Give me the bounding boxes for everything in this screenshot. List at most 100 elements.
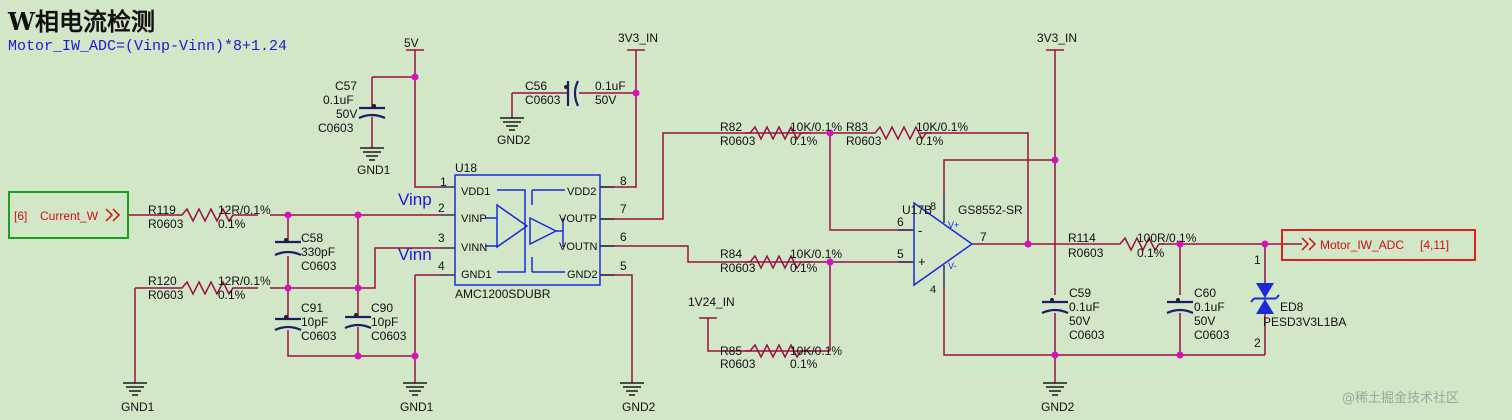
r84-tol: 0.1% [790, 261, 818, 275]
gnd-symbol-c57 [360, 147, 384, 161]
r119-ref: R119 [148, 203, 176, 217]
u18-pin-gnd2: GND2 [567, 269, 598, 281]
u18-part: AMC1200SDUBR [455, 287, 551, 301]
ed8-ref: ED8 [1280, 300, 1304, 314]
gnd-symbol-c56 [500, 117, 524, 131]
r83-tol: 0.1% [916, 134, 944, 148]
r83-pkg: R0603 [846, 134, 882, 148]
r85-pkg: R0603 [720, 357, 756, 371]
u17b-pin-number-8: 8 [930, 201, 936, 213]
r114-pkg: R0603 [1068, 246, 1104, 260]
c90-ref: C90 [371, 301, 393, 315]
u17b-pin-number-6: 6 [897, 215, 904, 229]
ground-symbols [123, 117, 1067, 396]
c90-pkg: C0603 [371, 329, 407, 343]
c59-volt: 50V [1069, 314, 1090, 328]
resistor-r83 [860, 125, 931, 141]
transfer-formula: Motor_IW_ADC=(Vinp-Vinn)*8+1.24 [8, 38, 287, 55]
r82-ref: R82 [720, 120, 742, 134]
net-3v3-in-opamp: 3V3_IN [1037, 31, 1077, 45]
u18-pin-number-6: 6 [620, 230, 627, 244]
u17b-vplus: V+ [948, 220, 959, 230]
net-gnd1-mid: GND1 [400, 400, 434, 414]
u18-pin-number-2: 2 [438, 201, 445, 215]
capacitor-c57 [358, 104, 386, 120]
u18-pin-vinp: VINP [461, 213, 487, 225]
u17b-opamp: U17B GS8552-SR - + V+ V- 6 5 8 4 7 [897, 195, 1023, 296]
u17b-minus-sign: - [918, 223, 922, 238]
u18-pin-vdd1: VDD1 [461, 186, 490, 198]
u18-pin-number-8: 8 [620, 174, 627, 188]
r120-tol: 0.1% [218, 288, 246, 302]
r120-pkg: R0603 [148, 288, 184, 302]
resistor-r85 [715, 343, 811, 359]
u18-pin-number-1: 1 [440, 175, 447, 189]
u17b-pin-number-4: 4 [930, 284, 936, 296]
capacitor-c58 [274, 238, 302, 257]
r84-value: 10K/0.1% [790, 247, 842, 261]
net-gnd2-u18: GND2 [622, 400, 656, 414]
u18-pin-vinn: VINN [461, 242, 487, 254]
capacitor-c59 [1041, 298, 1069, 315]
output-port-name: Motor_IW_ADC [1320, 238, 1404, 252]
output-port-ref: [4,11] [1420, 238, 1449, 252]
c58-value: 330pF [301, 245, 335, 259]
net-gnd1-c57: GND1 [357, 163, 391, 177]
r114-value: 100R/0.1% [1137, 231, 1197, 245]
u18-pin-number-4: 4 [438, 259, 445, 273]
c91-pkg: C0603 [301, 329, 337, 343]
c56-pkg: C0603 [525, 93, 561, 107]
input-port-current-w: [6] Current_W [8, 191, 129, 239]
capacitor-c60 [1166, 298, 1194, 315]
u18-pin-number-5: 5 [620, 259, 627, 273]
component-labels: R119 12R/0.1% R0603 0.1% R120 12R/0.1% R… [148, 79, 1346, 371]
c56-ref: C56 [525, 79, 547, 93]
output-port-arrow-icon [1301, 237, 1317, 251]
c60-volt: 50V [1194, 314, 1215, 328]
capacitor-c91 [274, 315, 302, 332]
c60-pkg: C0603 [1194, 328, 1230, 342]
tvs-diode-ed8 [1250, 283, 1280, 314]
r82-value: 10K/0.1% [790, 120, 842, 134]
input-port-ref: [6] [14, 209, 27, 223]
page-title: W相电流检测 [7, 7, 155, 36]
c57-ref: C57 [335, 79, 357, 93]
resistor-r82 [715, 125, 811, 141]
net-5v: 5V [404, 36, 419, 50]
c57-value: 0.1uF [323, 93, 354, 107]
ed8-part: PESD3V3L1BA [1263, 315, 1346, 329]
r84-ref: R84 [720, 247, 742, 261]
c56-value: 0.1uF [595, 79, 626, 93]
gnd-symbol-gnd1-left [123, 382, 147, 396]
u18-ref: U18 [455, 161, 477, 175]
r114-tol: 0.1% [1137, 246, 1165, 260]
gnd-symbol-gnd1-mid [403, 382, 427, 396]
r85-tol: 0.1% [790, 357, 818, 371]
u18-pin-voutn: VOUTN [559, 241, 598, 253]
c57-pkg: C0603 [318, 121, 354, 135]
r119-pkg: R0603 [148, 217, 184, 231]
u18-pin-voutp: VOUTP [559, 213, 597, 225]
net-gnd2-c56: GND2 [497, 133, 531, 147]
c91-ref: C91 [301, 301, 323, 315]
net-gnd1-left: GND1 [121, 400, 155, 414]
r114-ref: R114 [1068, 231, 1096, 245]
wires [128, 50, 1302, 383]
ed8-pin-1: 1 [1254, 253, 1261, 267]
u18-pin-number-3: 3 [438, 231, 445, 245]
resistor-r84 [715, 254, 811, 270]
u17b-ref: U17B [902, 203, 932, 217]
resistor-r114 [1092, 236, 1164, 252]
r85-ref: R85 [720, 344, 742, 358]
r119-tol: 0.1% [218, 217, 246, 231]
capacitor-c56 [564, 80, 580, 107]
r83-value: 10K/0.1% [916, 120, 968, 134]
u17b-part: GS8552-SR [958, 203, 1023, 217]
c59-pkg: C0603 [1069, 328, 1105, 342]
c56-volt: 50V [595, 93, 616, 107]
output-port-motor-iw-adc: Motor_IW_ADC [4,11] [1281, 229, 1476, 261]
net-3v3-in-u18: 3V3_IN [618, 31, 658, 45]
u17b-pin-number-7: 7 [980, 230, 987, 244]
input-port-arrow-icon [105, 208, 121, 222]
